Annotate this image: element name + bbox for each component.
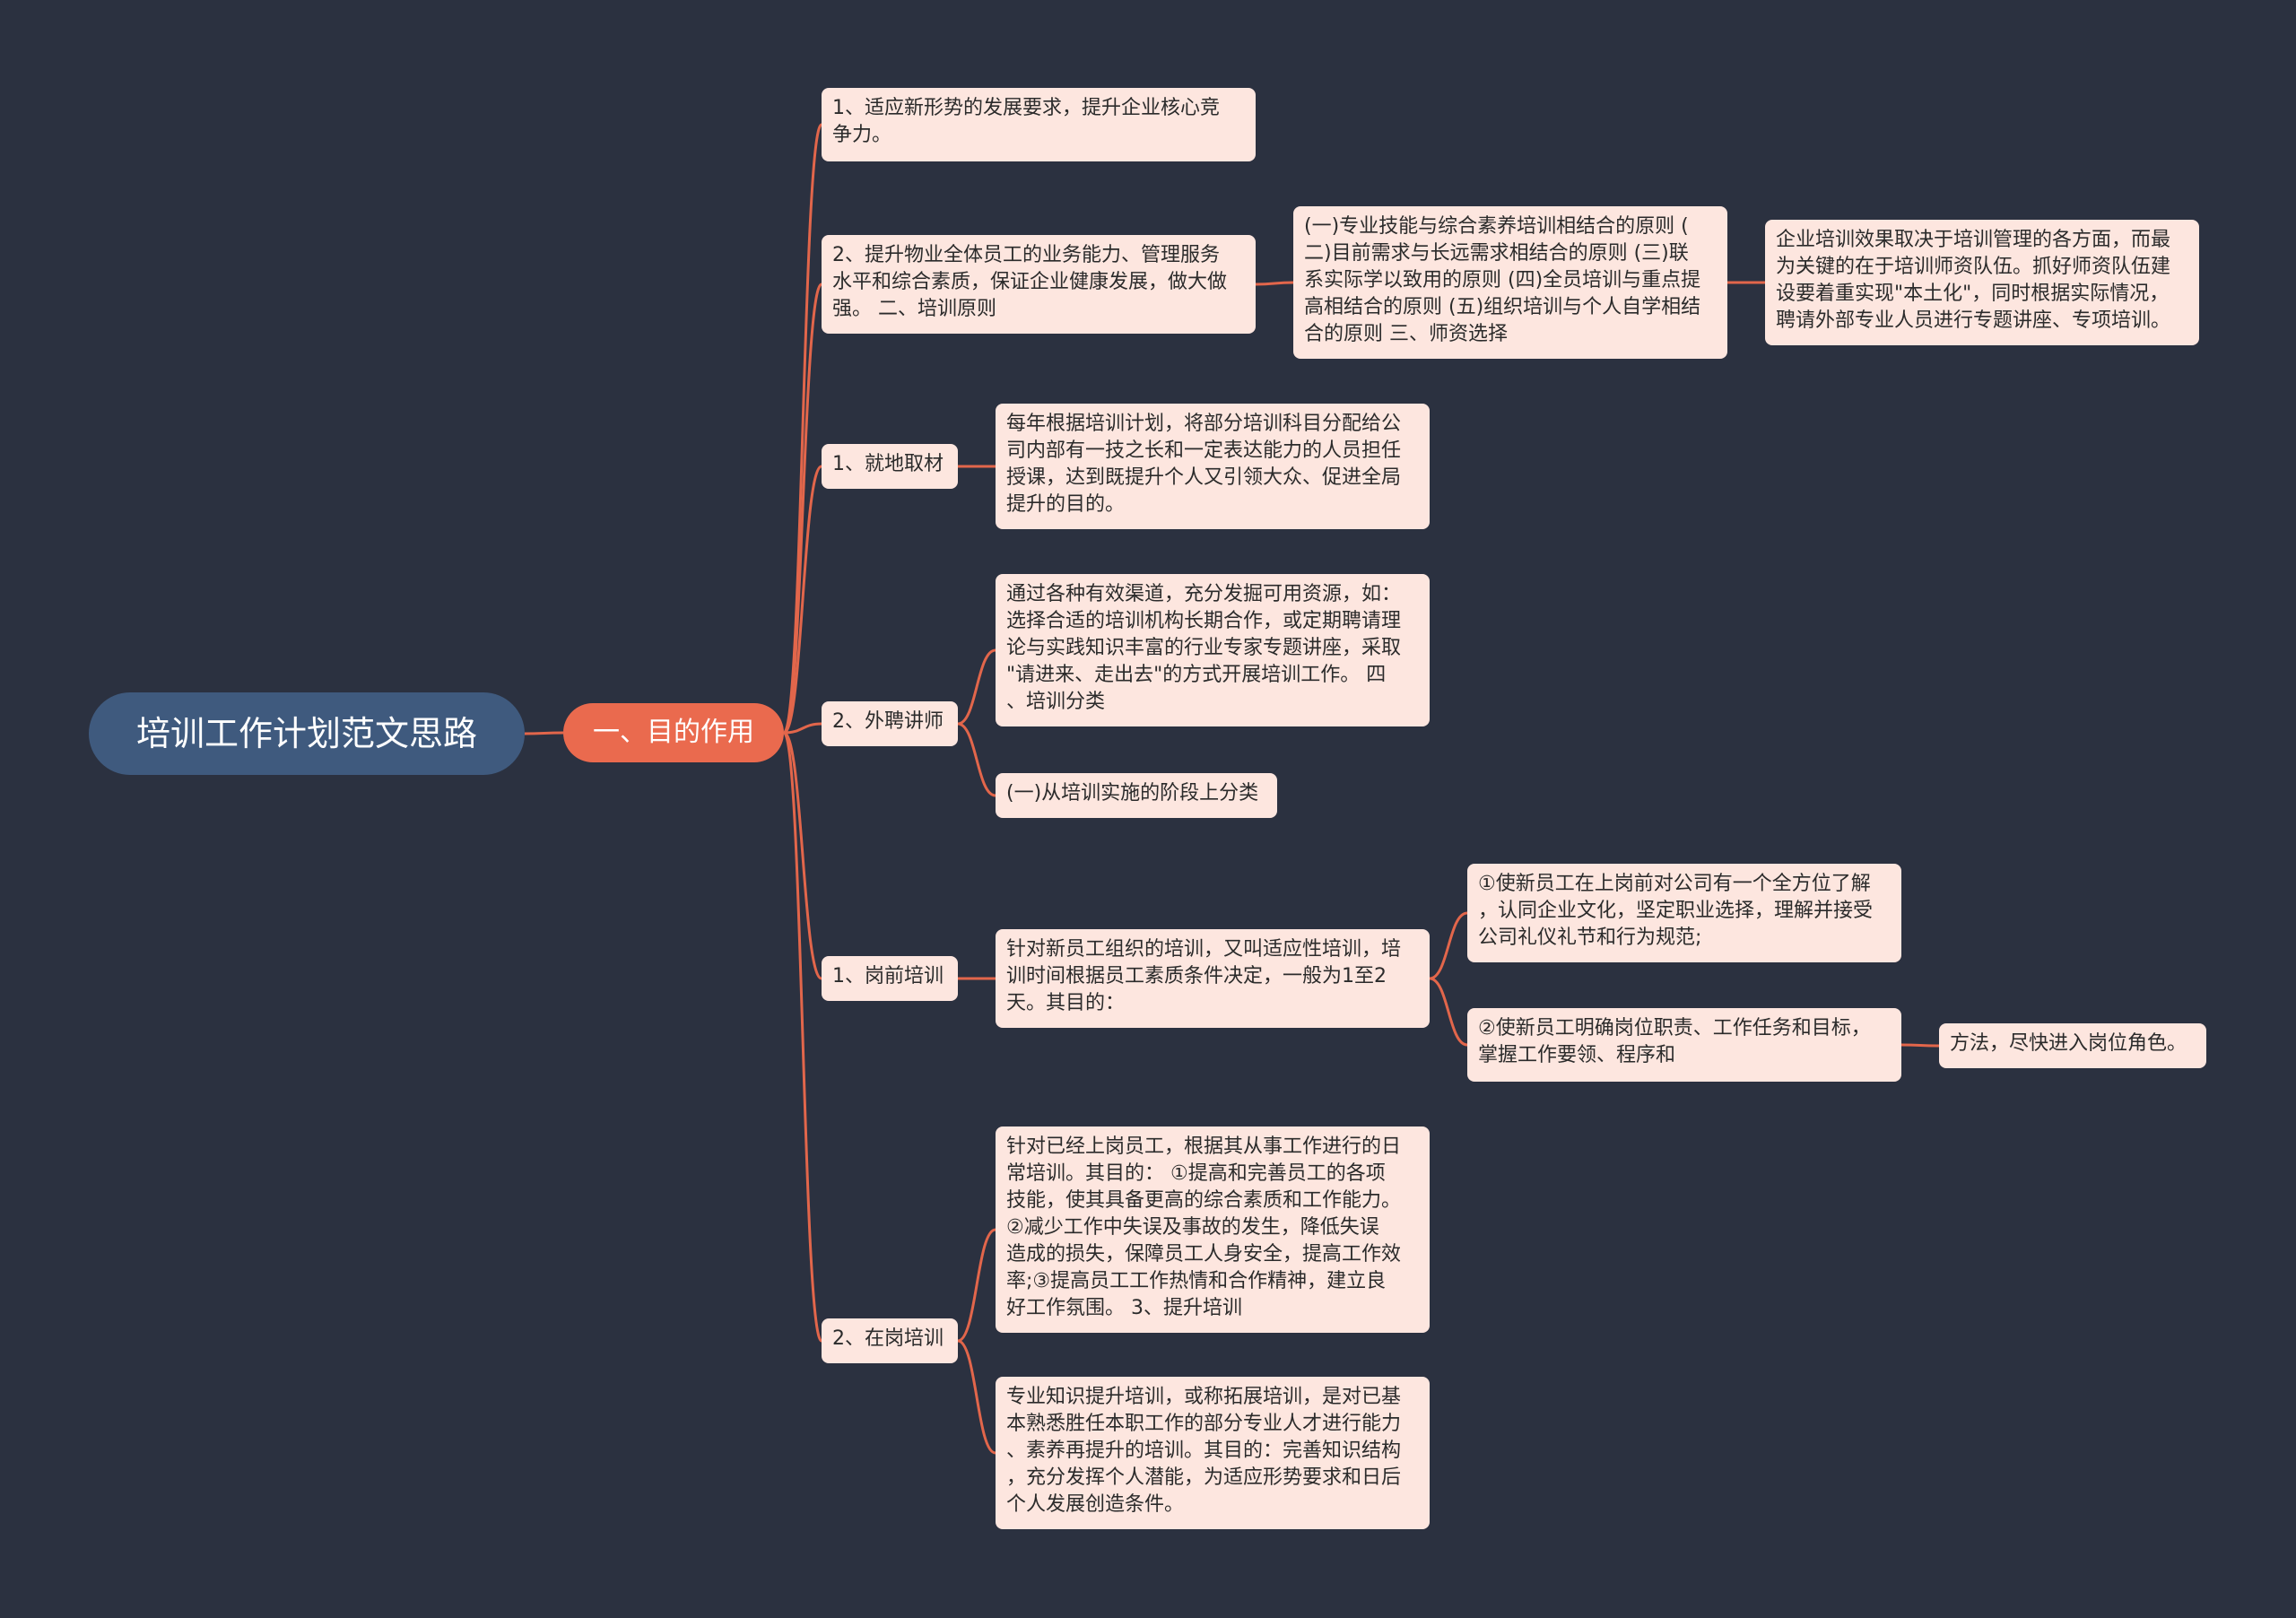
branch-node-pre-job[interactable]: 1、岗前培训 xyxy=(822,956,958,1001)
connector-5 xyxy=(783,722,822,735)
pre-job-goal-1-node[interactable]: ①使新员工在上岗前对公司有一个全方位了解 ，认同企业文化，坚定职业选择，理解并接… xyxy=(1467,864,1901,962)
connector-3 xyxy=(782,283,823,735)
connector-15 xyxy=(1429,977,1468,1047)
branch-node-1[interactable]: 1、适应新形势的发展要求，提升企业核心竞 争力。 xyxy=(822,88,1256,161)
root-node[interactable]: 培训工作计划范文思路 xyxy=(89,692,525,775)
connector-8 xyxy=(1255,281,1294,286)
connector-14 xyxy=(1429,911,1468,980)
connector-12 xyxy=(957,722,996,797)
promotion-training-node[interactable]: 专业知识提升培训，或称拓展培训，是对已基 本熟悉胜任本职工作的部分专业人才进行能… xyxy=(996,1377,1430,1529)
local-detail-node[interactable]: 每年根据培训计划，将部分培训科目分配给公 司内部有一技之长和一定表达能力的人员担… xyxy=(996,404,1430,529)
connector-1 xyxy=(524,731,564,735)
branch-node-on-job[interactable]: 2、在岗培训 xyxy=(822,1318,958,1363)
stage-classification-node[interactable]: (一)从培训实施的阶段上分类 xyxy=(996,773,1277,818)
connector-2 xyxy=(782,123,823,735)
connector-4 xyxy=(783,465,822,735)
connector-6 xyxy=(783,731,822,980)
connector-16 xyxy=(1900,1043,1940,1048)
principles-node[interactable]: (一)专业技能与综合素养培训相结合的原则 ( 二)目前需求与长远需求相结合的原则… xyxy=(1293,206,1727,359)
connector-18 xyxy=(957,1339,996,1455)
connector-11 xyxy=(957,648,996,726)
connector-7 xyxy=(782,731,823,1343)
pre-job-goal-2-node[interactable]: ②使新员工明确岗位职责、工作任务和目标， 掌握工作要领、程序和 xyxy=(1467,1008,1901,1082)
external-detail-node[interactable]: 通过各种有效渠道，充分发掘可用资源，如： 选择合适的培训机构长期合作，或定期聘请… xyxy=(996,574,1430,726)
branch-node-external[interactable]: 2、外聘讲师 xyxy=(822,701,958,746)
branch-node-2[interactable]: 2、提升物业全体员工的业务能力、管理服务 水平和综合素质，保证企业健康发展，做大… xyxy=(822,235,1256,334)
pre-job-goal-2-continuation-node[interactable]: 方法，尽快进入岗位角色。 xyxy=(1939,1023,2206,1068)
on-job-detail-node[interactable]: 针对已经上岗员工，根据其从事工作进行的日 常培训。其目的： ①提高和完善员工的各… xyxy=(996,1127,1430,1333)
pre-job-detail-node[interactable]: 针对新员工组织的培训，又叫适应性培训，培 训时间根据员工素质条件决定，一般为1至… xyxy=(996,929,1430,1028)
branch-node-local[interactable]: 1、就地取材 xyxy=(822,444,958,489)
teacher-selection-node[interactable]: 企业培训效果取决于培训管理的各方面，而最 为关键的在于培训师资队伍。抓好师资队伍… xyxy=(1765,220,2199,345)
connector-17 xyxy=(957,1228,996,1343)
main-topic-purpose[interactable]: 一、目的作用 xyxy=(563,703,784,762)
